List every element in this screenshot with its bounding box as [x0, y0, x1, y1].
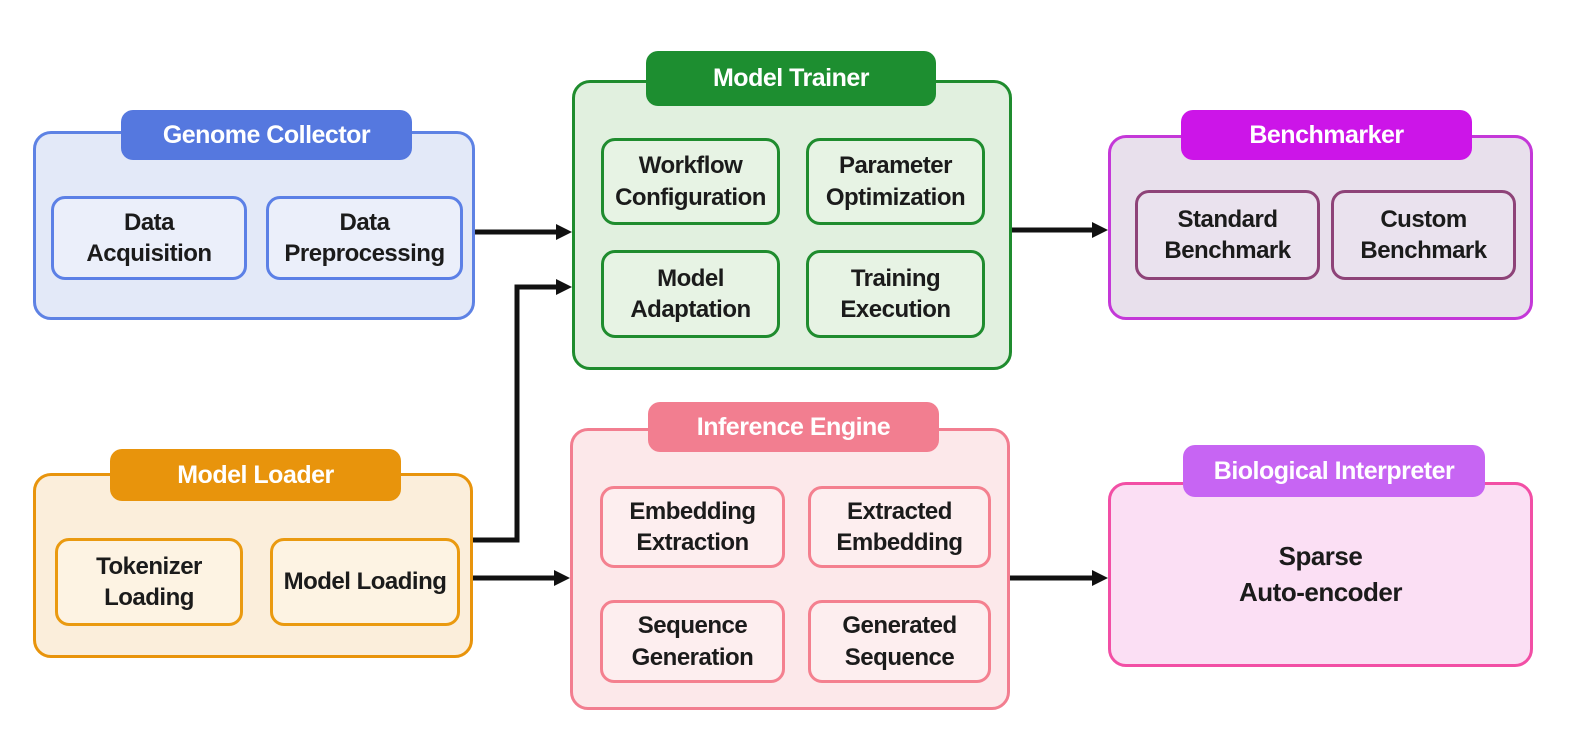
inference-engine-module: Inference Engine Embedding Extraction Ex… — [570, 402, 1010, 710]
model-loader-title: Model Loader — [177, 460, 334, 489]
benchmarker-header: Benchmarker — [1181, 110, 1472, 160]
node-data-acquisition: Data Acquisition — [51, 196, 247, 280]
node-data-preprocessing: Data Preprocessing — [266, 196, 463, 280]
biological-interpreter-title: Biological Interpreter — [1213, 456, 1455, 485]
node-custom-benchmark: Custom Benchmark — [1331, 190, 1516, 280]
node-standard-benchmark: Standard Benchmark — [1135, 190, 1320, 280]
model-loader-module: Model Loader Tokenizer Loading Model Loa… — [33, 449, 473, 658]
genome-collector-header: Genome Collector — [121, 110, 412, 160]
node-sequence-generation: Sequence Generation — [600, 600, 785, 683]
model-trainer-module: Model Trainer Workflow Configuration Par… — [572, 51, 1012, 370]
node-extracted-embedding: Extracted Embedding — [808, 486, 991, 568]
node-tokenizer-loading: Tokenizer Loading — [55, 538, 243, 626]
node-model-adaptation: Model Adaptation — [601, 250, 780, 338]
node-workflow-configuration: Workflow Configuration — [601, 138, 780, 225]
model-trainer-header: Model Trainer — [646, 51, 936, 106]
benchmarker-title: Benchmarker — [1249, 120, 1404, 149]
node-generated-sequence: Generated Sequence — [808, 600, 991, 683]
model-trainer-title: Model Trainer — [712, 64, 870, 92]
benchmarker-module: Benchmarker Standard Benchmark Custom Be… — [1108, 110, 1533, 320]
model-loader-header: Model Loader — [110, 449, 401, 501]
node-training-execution: Training Execution — [806, 250, 985, 338]
inference-engine-header: Inference Engine — [648, 402, 939, 452]
genome-collector-module: Genome Collector Data Acquisition Data P… — [33, 110, 475, 320]
node-embedding-extraction: Embedding Extraction — [600, 486, 785, 568]
inference-engine-title: Inference Engine — [696, 412, 891, 441]
genome-collector-title: Genome Collector — [162, 120, 371, 149]
node-parameter-optimization: Parameter Optimization — [806, 138, 985, 225]
node-sparse-auto-encoder: Sparse Auto-encoder — [1239, 541, 1403, 607]
arrow-model-loader-to-model-trainer — [473, 279, 572, 543]
biological-interpreter-module: Biological Interpreter Sparse Auto-encod… — [1108, 445, 1533, 667]
node-model-loading: Model Loading — [270, 538, 460, 626]
biological-interpreter-header: Biological Interpreter — [1183, 445, 1485, 497]
